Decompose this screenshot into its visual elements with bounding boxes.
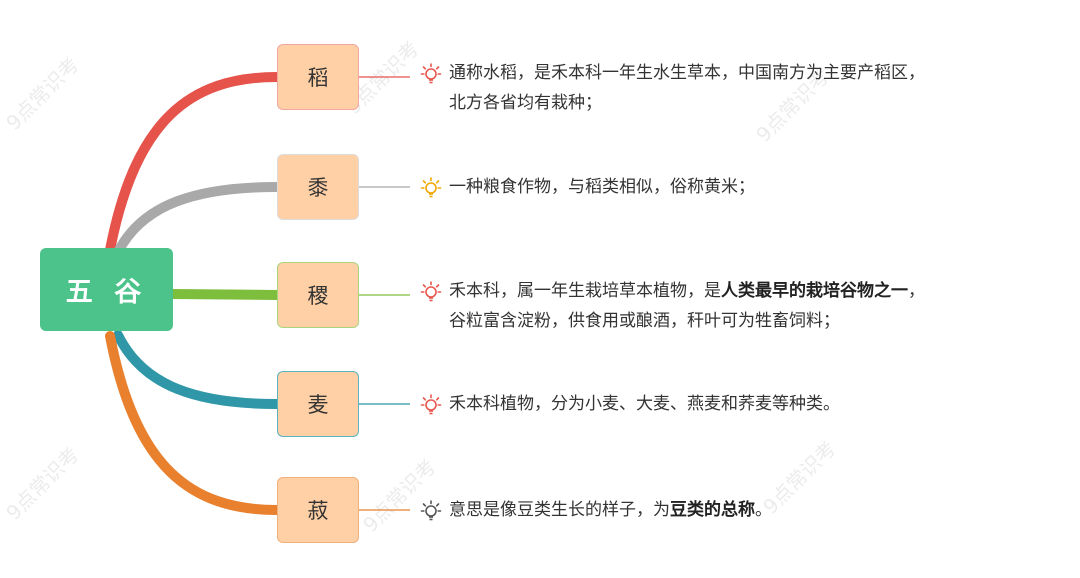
- branch-node-label: 黍: [307, 176, 329, 200]
- description-line: 北方各省均有栽种；: [449, 88, 925, 118]
- description-line: 谷粒富含淀粉，供食用或酿酒，秆叶可为牲畜饲料；: [449, 306, 925, 336]
- branch-node-label: 稻: [307, 66, 329, 90]
- branch-node[interactable]: 麦: [277, 371, 359, 437]
- description-text: 一种粮食作物，与稻类相似，俗称黄米；: [449, 177, 755, 197]
- branch-connector: [168, 289, 282, 300]
- description-emphasis: 人类最早的栽培谷物之一: [721, 281, 908, 301]
- branch-node[interactable]: 稷: [277, 262, 359, 328]
- branch-description: 禾本科植物，分为小麦、大麦、燕麦和荞麦等种类。: [449, 389, 840, 419]
- lightbulb-icon: [420, 500, 442, 521]
- description-line: 通称水稻，是禾本科一年生水生草本，中国南方为主要产稻区，: [449, 58, 925, 88]
- branch-description: 意思是像豆类生长的样子，为豆类的总称。: [449, 495, 772, 525]
- branch-connector: [105, 331, 282, 515]
- description-line: 一种粮食作物，与稻类相似，俗称黄米；: [449, 172, 755, 202]
- description-text: 谷粒富含淀粉，供食用或酿酒，秆叶可为牲畜饲料；: [449, 311, 840, 331]
- branch-description: 通称水稻，是禾本科一年生水生草本，中国南方为主要产稻区， 北方各省均有栽种；: [449, 58, 925, 118]
- description-line: 意思是像豆类生长的样子，为豆类的总称。: [449, 495, 772, 525]
- description-text: 意思是像豆类生长的样子，为: [449, 500, 670, 520]
- branch-connector: [113, 182, 282, 257]
- root-node[interactable]: 五 谷: [40, 248, 173, 331]
- description-text: 。: [755, 500, 772, 520]
- lightbulb-icon: [420, 177, 442, 198]
- description-text: 禾本科植物，分为小麦、大麦、燕麦和荞麦等种类。: [449, 394, 840, 414]
- branch-node[interactable]: 稻: [277, 44, 359, 110]
- description-line: 禾本科植物，分为小麦、大麦、燕麦和荞麦等种类。: [449, 389, 840, 419]
- lightbulb-icon: [420, 63, 442, 84]
- description-line: 禾本科，属一年生栽培草本植物，是人类最早的栽培谷物之一，: [449, 276, 925, 306]
- description-text: 北方各省均有栽种；: [449, 93, 602, 113]
- branch-description: 一种粮食作物，与稻类相似，俗称黄米；: [449, 172, 755, 202]
- lightbulb-icon: [420, 281, 442, 302]
- description-text: 禾本科，属一年生栽培草本植物，是: [449, 281, 721, 301]
- root-label: 五 谷: [65, 277, 148, 308]
- branch-node-label: 菽: [307, 499, 329, 523]
- branch-connector: [105, 72, 282, 255]
- description-emphasis: 豆类的总称: [670, 500, 755, 520]
- description-text: 通称水稻，是禾本科一年生水生草本，中国南方为主要产稻区，: [449, 63, 925, 83]
- branch-node-label: 麦: [307, 393, 329, 417]
- lightbulb-icon: [420, 394, 442, 415]
- branch-node[interactable]: 黍: [277, 154, 359, 220]
- branch-description: 禾本科，属一年生栽培草本植物，是人类最早的栽培谷物之一， 谷粒富含淀粉，供食用或酿…: [449, 276, 925, 336]
- branch-node[interactable]: 菽: [277, 477, 359, 543]
- description-text: ，: [908, 281, 925, 301]
- branch-node-label: 稷: [307, 284, 329, 308]
- branch-connector: [113, 330, 282, 409]
